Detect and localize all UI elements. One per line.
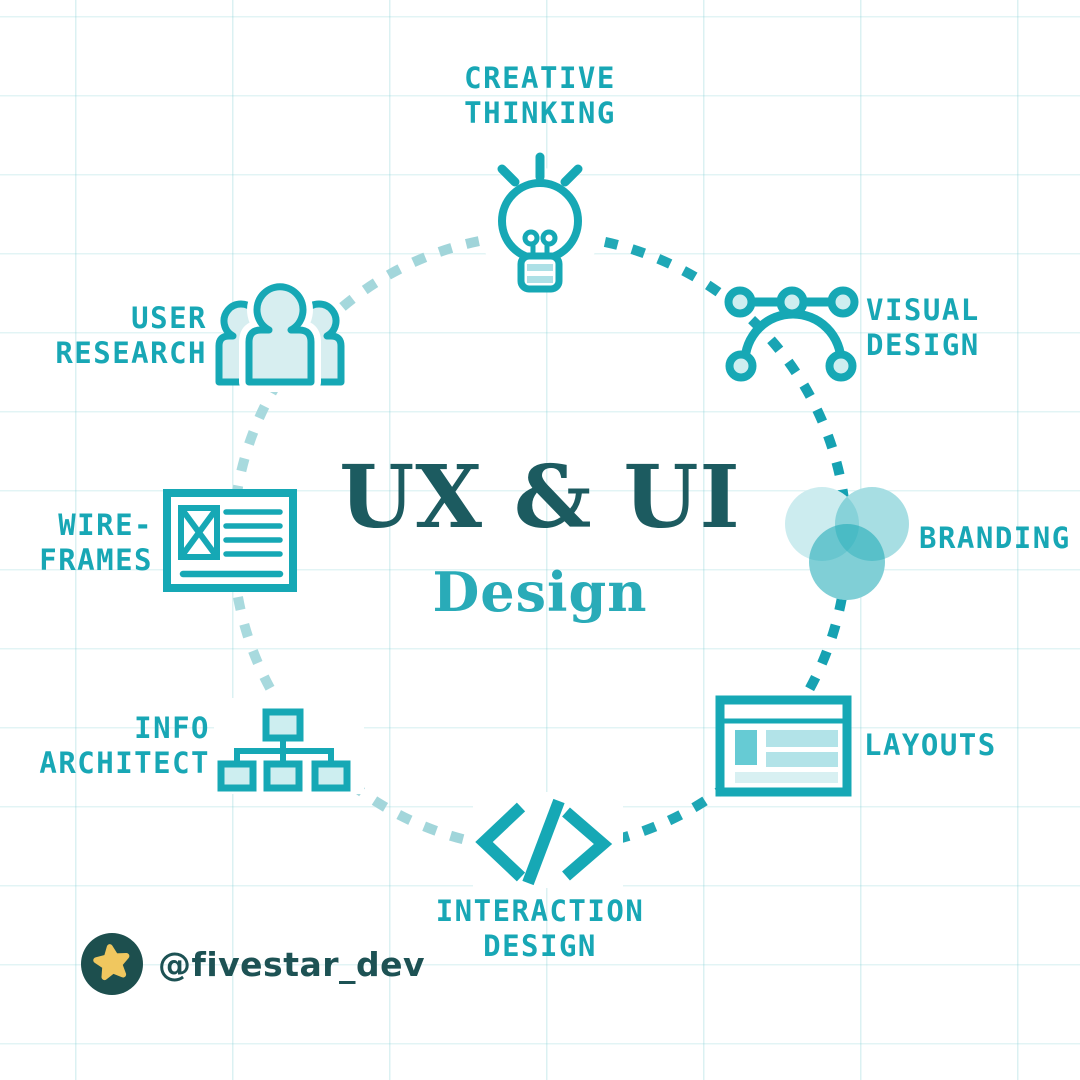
venn-circles-icon: [785, 487, 909, 600]
label-line: INTERACTION: [435, 894, 645, 928]
label-line: USER: [131, 301, 207, 335]
label-visual-design: VISUAL DESIGN: [866, 293, 980, 363]
wireframe-document-icon: [163, 489, 297, 592]
label-line: BRANDING: [919, 521, 1071, 555]
code-brackets-icon: [475, 798, 613, 886]
user-group-icon: [215, 276, 345, 392]
label-line: DESIGN: [866, 328, 980, 362]
browser-window-icon: [715, 695, 852, 797]
label-line: INFO: [134, 711, 210, 745]
label-line: LAYOUTS: [864, 728, 997, 762]
page-title: UX & UI: [339, 447, 741, 548]
label-wireframes: WIRE- FRAMES: [39, 508, 153, 578]
lightbulb-icon: [497, 152, 583, 293]
sitemap-icon: [217, 708, 351, 792]
label-line: ARCHITECT: [39, 746, 210, 780]
label-line: RESEARCH: [55, 336, 207, 370]
label-line: CREATIVE: [464, 61, 616, 95]
label-layouts: LAYOUTS: [864, 728, 997, 763]
credit-badge: [81, 933, 143, 995]
label-line: WIRE-: [58, 508, 153, 542]
label-line: FRAMES: [39, 543, 153, 577]
label-creative-thinking: CREATIVE THINKING: [390, 61, 690, 131]
center-title: UX & UI Design: [0, 447, 1080, 624]
label-info-architect: INFO ARCHITECT: [39, 711, 210, 781]
label-line: VISUAL: [866, 293, 980, 327]
star-icon: [93, 944, 130, 981]
label-branding: BRANDING: [919, 521, 1071, 556]
label-interaction-design: INTERACTION DESIGN: [340, 894, 740, 964]
label-line: DESIGN: [483, 929, 597, 963]
bezier-curve-icon: [724, 286, 859, 382]
credit-handle: @fivestar_dev: [158, 945, 426, 984]
label-line: THINKING: [464, 96, 616, 130]
label-user-research: USER RESEARCH: [55, 301, 207, 371]
page-subtitle: Design: [432, 560, 648, 624]
